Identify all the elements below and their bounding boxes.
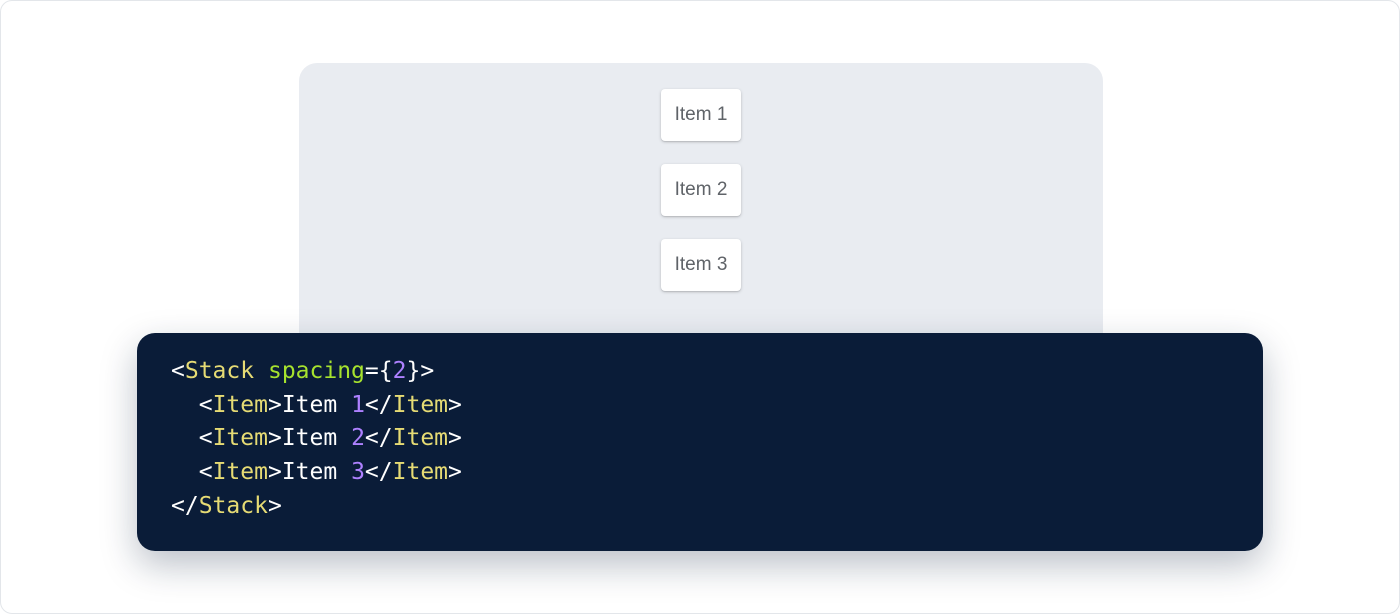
code-item-text: Item bbox=[281, 459, 338, 486]
stack-item-1: Item 1 bbox=[661, 89, 741, 141]
code-item-open-tag: Item bbox=[212, 425, 268, 452]
code-item-text: Item bbox=[281, 425, 338, 452]
code-item-close-tag: Item bbox=[392, 391, 449, 418]
code-item-close-tag: Item bbox=[392, 425, 449, 452]
code-stack-open-tag: Stack bbox=[184, 358, 255, 384]
stack-item-3: Item 3 bbox=[661, 239, 741, 291]
code-item-text: Item bbox=[281, 391, 338, 418]
code-item-number: 3 bbox=[351, 459, 365, 486]
code-item-number: 1 bbox=[351, 391, 365, 418]
code-text: <Stack spacing={2}> <Item>Item 1</Item> … bbox=[171, 358, 462, 519]
code-item-close-tag: Item bbox=[392, 459, 449, 486]
code-item-number: 2 bbox=[351, 425, 365, 452]
stack-item-2: Item 2 bbox=[661, 164, 741, 216]
code-snippet: <Stack spacing={2}> <Item>Item 1</Item> … bbox=[137, 333, 1263, 551]
code-spacing-value: 2 bbox=[392, 358, 407, 384]
stack-demo-panel: Item 1 Item 2 Item 3 bbox=[299, 63, 1103, 363]
code-stack-close-tag: Stack bbox=[198, 492, 268, 519]
stack-container: Item 1 Item 2 Item 3 bbox=[299, 89, 1103, 291]
code-spacing-attr: spacing bbox=[267, 358, 365, 384]
code-item-open-tag: Item bbox=[212, 391, 268, 418]
code-item-open-tag: Item bbox=[212, 459, 268, 486]
